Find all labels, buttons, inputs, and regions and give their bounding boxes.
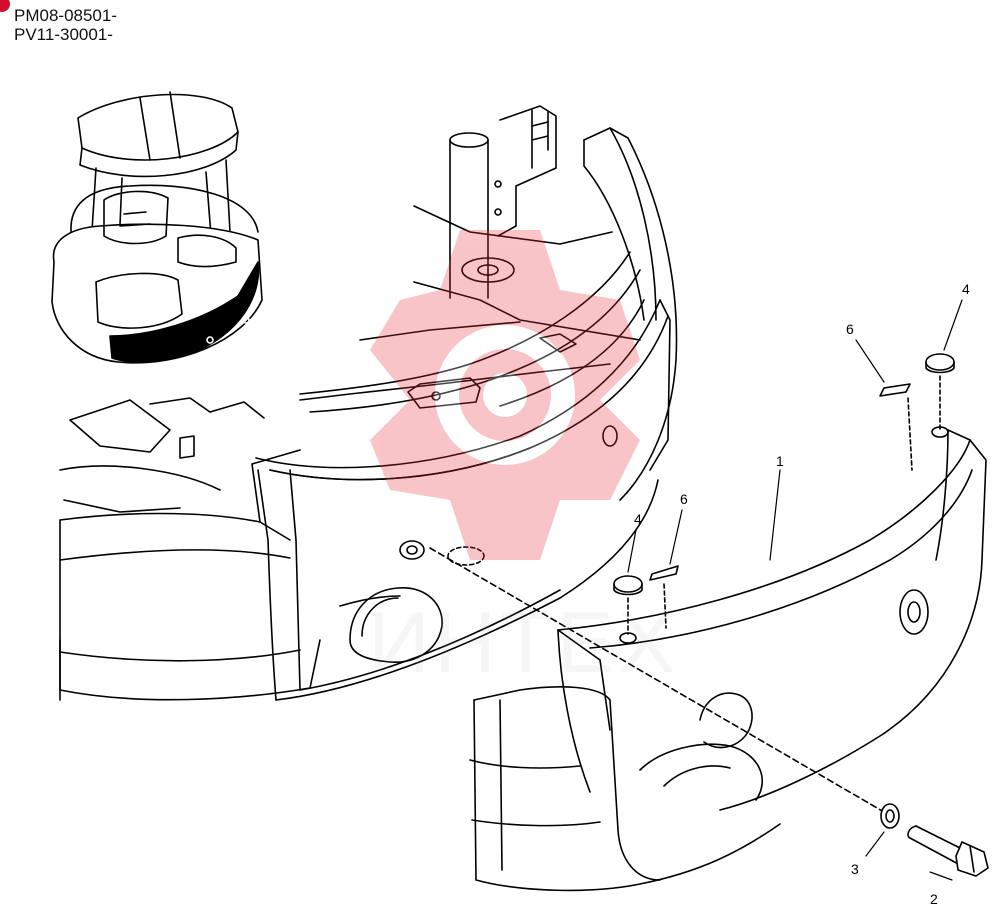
serial-range-block: PM08-08501- PV11-30001- bbox=[14, 6, 117, 44]
corner-marker bbox=[0, 0, 10, 12]
callout-1: 1 bbox=[776, 453, 784, 469]
machine-overview-inset bbox=[51, 91, 263, 364]
serial-range-1: PM08-08501- bbox=[14, 6, 118, 25]
label-part-6 bbox=[649, 383, 913, 629]
serial-range-2: PV11-30001- bbox=[14, 25, 113, 44]
bolt-part-2 bbox=[907, 825, 989, 877]
callout-3: 3 bbox=[851, 861, 859, 877]
callout-4-right: 4 bbox=[962, 281, 970, 297]
installed-counterweight bbox=[255, 127, 678, 701]
callout-6-right: 6 bbox=[846, 321, 854, 337]
callout-leaders bbox=[627, 299, 963, 881]
callout-6-left: 6 bbox=[680, 491, 688, 507]
callout-2: 2 bbox=[930, 891, 938, 907]
watermark-text: ИНТЕХ bbox=[368, 595, 679, 691]
bolt-alignment-line bbox=[429, 547, 885, 813]
washer-part-3 bbox=[880, 803, 900, 829]
cap-part-4 bbox=[613, 353, 955, 635]
watermark: ИНТЕХ bbox=[368, 230, 679, 691]
callout-4-left: 4 bbox=[634, 511, 642, 527]
counterweight-part-1 bbox=[469, 426, 987, 892]
